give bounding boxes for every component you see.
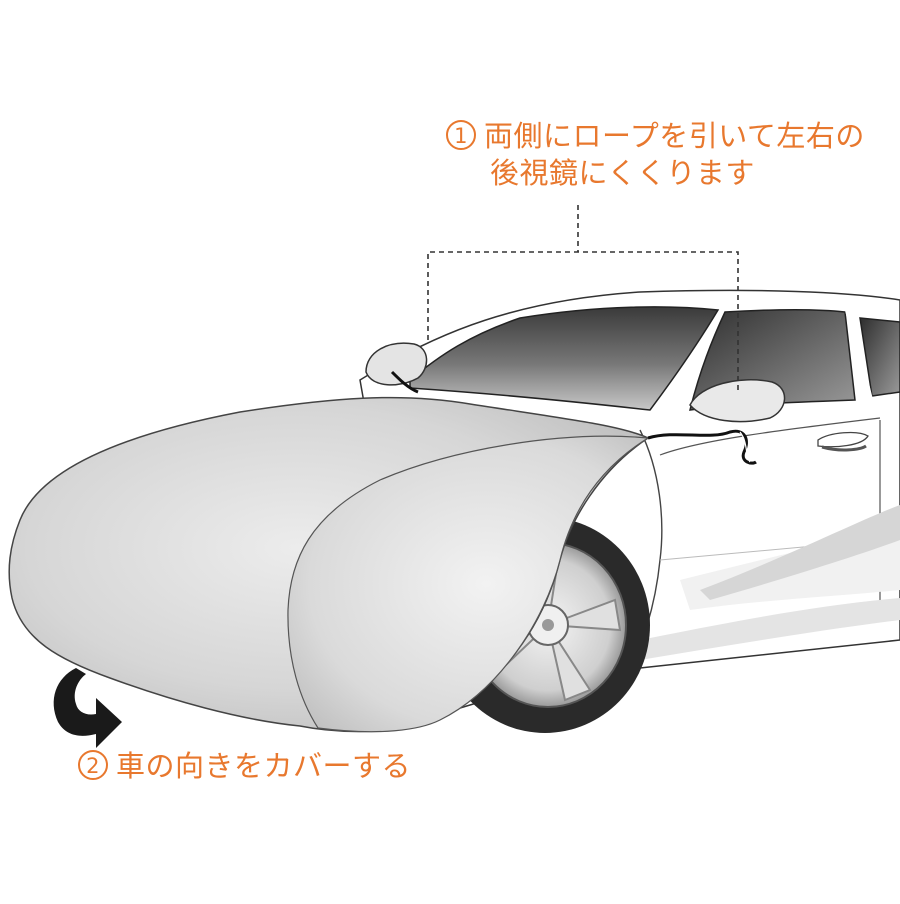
step-1-text-2: 後視鏡にくくります [490,156,755,190]
step-1-text-1: 両側にロープを引いて左右の [484,119,865,153]
right-side-mirror [689,379,786,423]
windshield [409,306,720,411]
step-1-number: 1 [446,120,476,150]
curved-arrow-icon [53,668,123,748]
left-side-mirror [365,342,428,386]
step-2-caption: 2 車の向きをカバーする [78,748,411,785]
step-2-number: 2 [78,750,108,780]
mirror-rope [647,429,757,465]
step-2-text: 車の向きをカバーする [116,749,412,783]
step-1-line-1: 1 両側にロープを引いて左右の [446,118,865,155]
step-1-caption: 1 両側にロープを引いて左右の 後視鏡にくくります [446,118,865,192]
leader-lines [427,205,739,392]
car-cover-seam [287,435,650,733]
side-window-rear [859,317,900,397]
